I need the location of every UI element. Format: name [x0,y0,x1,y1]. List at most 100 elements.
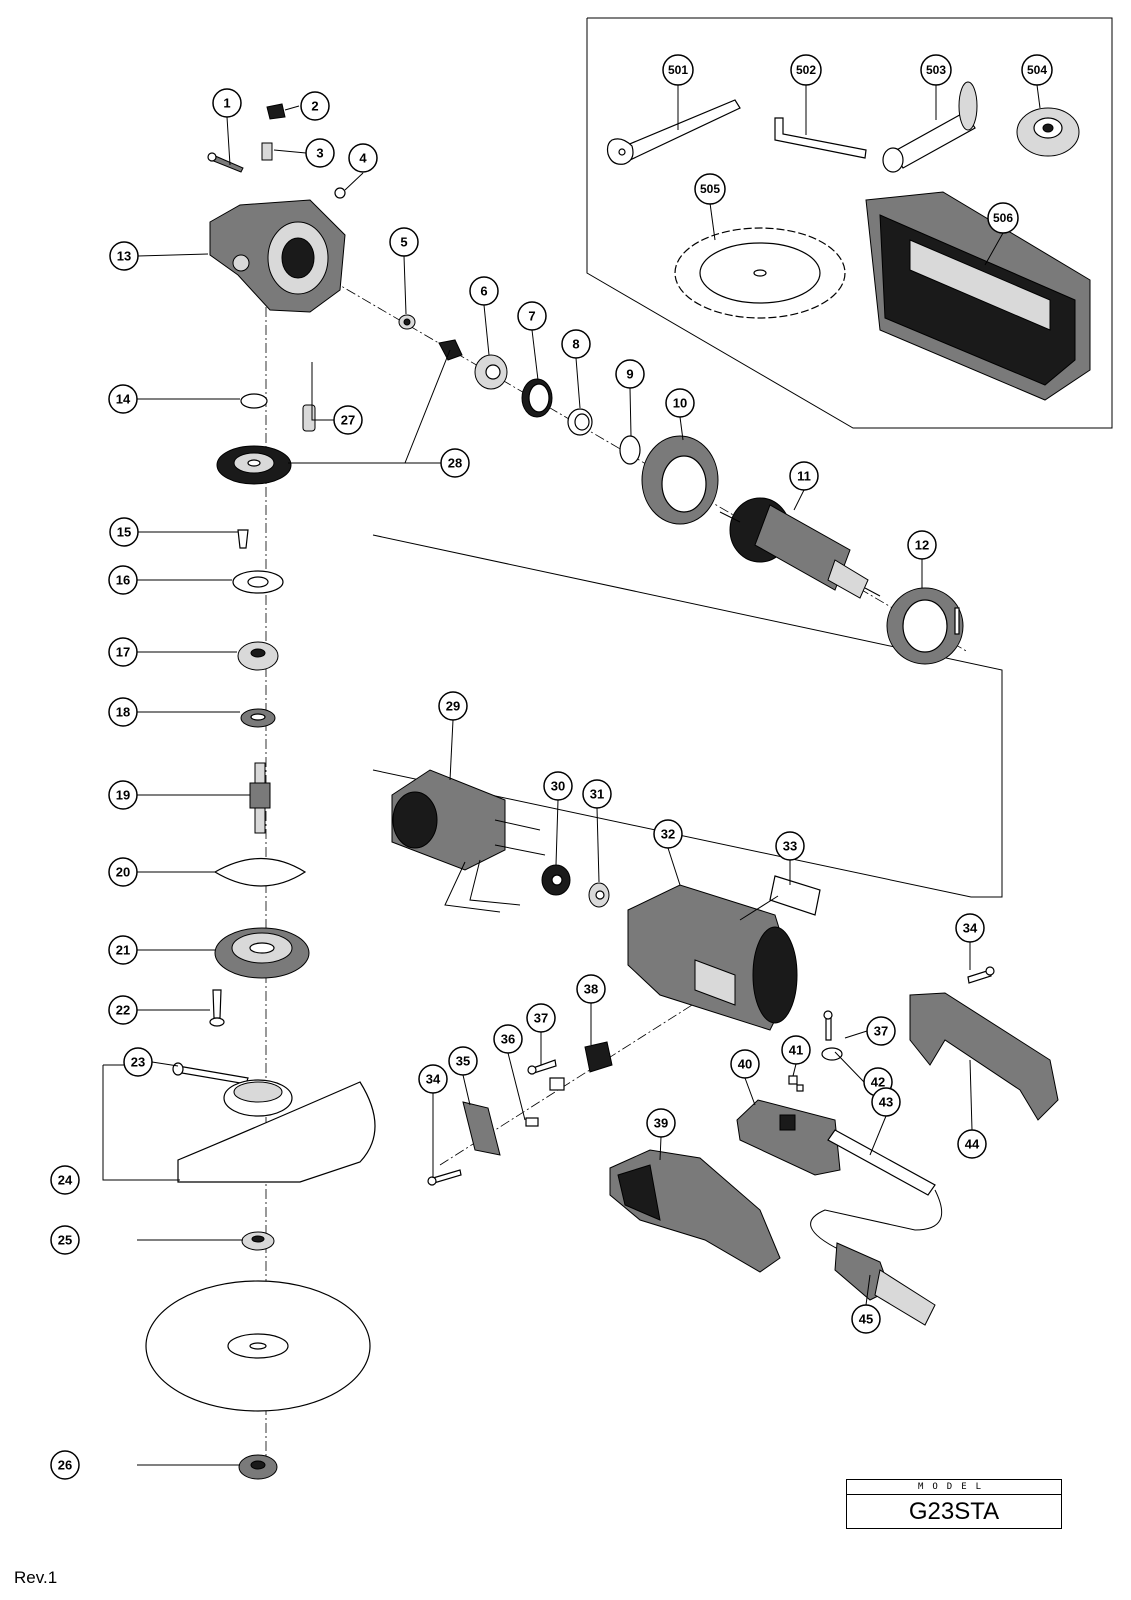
svg-text:35: 35 [456,1054,470,1069]
svg-text:28: 28 [448,456,462,471]
callout-10: 10 [665,388,695,418]
svg-text:34: 34 [426,1072,441,1087]
leader-lines [102,84,1041,1466]
callout-1: 1 [212,88,242,118]
callout-13: 13 [109,241,139,271]
callout-23: 23 [123,1047,153,1077]
svg-text:11: 11 [797,469,811,484]
svg-text:3: 3 [316,146,323,161]
bearing-17-part [237,641,279,671]
fan-guide-12-part [886,587,964,665]
wrench-part [606,99,741,165]
packing-gland-21-part [214,927,310,979]
svg-text:20: 20 [116,865,130,880]
wheel-washer-25-part [241,1231,275,1251]
svg-text:39: 39 [654,1116,668,1131]
handle-39-part [609,1149,781,1273]
callout-15: 15 [109,517,139,547]
svg-text:504: 504 [1027,63,1047,77]
callout-24: 24 [50,1165,80,1195]
callout-505: 505 [694,173,726,205]
svg-text:37: 37 [534,1011,548,1026]
callout-43: 43 [871,1087,901,1117]
ring-4-part [334,187,346,199]
svg-text:42: 42 [871,1075,885,1090]
svg-text:33: 33 [783,839,797,854]
bearing-31-part [588,882,610,908]
armature-11-part [719,497,881,599]
callout-503: 503 [920,54,952,86]
callout-34a: 34 [418,1064,448,1094]
model-box: MODEL G23STA [846,1479,1062,1529]
callout-6: 6 [469,276,499,306]
screw-1-part [207,152,244,173]
lock-nut-accessory-part [1016,107,1080,157]
retaining-ring-9-part [619,435,641,465]
washer-8-part [567,408,593,436]
svg-text:24: 24 [58,1173,73,1188]
revision-label: Rev.1 [14,1568,58,1587]
callout-25: 25 [50,1225,80,1255]
callout-33: 33 [775,831,805,861]
svg-text:4: 4 [359,151,367,166]
callout-3: 3 [305,138,335,168]
callout-37b: 37 [866,1016,896,1046]
screw-15-part [237,529,249,549]
screw-34b-part [967,966,995,984]
callout-21: 21 [108,935,138,965]
spindle-19-part [249,762,271,834]
screw-34a-part [427,1169,462,1186]
brush-cap-35-part [462,1101,501,1156]
housing-cover-44-part [909,992,1059,1121]
svg-text:501: 501 [668,63,688,77]
svg-text:41: 41 [789,1043,803,1058]
nut-5-part [398,314,416,330]
callout-26: 26 [50,1450,80,1480]
packing-20-part [213,857,307,887]
svg-text:22: 22 [116,1003,130,1018]
spring-3-part [261,142,273,161]
svg-text:16: 16 [116,573,130,588]
carbon-brush-36-part [525,1077,565,1127]
callout-8: 8 [561,329,591,359]
svg-text:25: 25 [58,1233,72,1248]
bearing-holder-7-part [521,378,553,418]
svg-text:30: 30 [551,779,565,794]
callout-34b: 34 [955,913,985,943]
pinion-28-part [438,339,463,361]
cord-clip-42-part [821,1047,843,1061]
svg-text:13: 13 [117,249,131,264]
svg-text:32: 32 [661,827,675,842]
svg-text:2: 2 [311,99,318,114]
callout-4: 4 [348,143,378,173]
stator-29-part [391,769,546,913]
svg-text:17: 17 [116,645,130,660]
callout-506: 506 [987,202,1019,234]
svg-text:8: 8 [572,337,579,352]
washer-18-part [240,708,276,728]
svg-text:29: 29 [446,699,460,714]
callout-40: 40 [730,1049,760,1079]
gear-28-part [216,445,292,485]
callout-30: 30 [543,771,573,801]
callout-2: 2 [300,91,330,121]
callout-39: 39 [646,1108,676,1138]
accessory-box-outline [586,17,1113,429]
svg-text:14: 14 [116,392,131,407]
callout-20: 20 [108,857,138,887]
svg-text:1: 1 [223,96,230,111]
svg-text:506: 506 [993,211,1013,225]
svg-text:37: 37 [874,1024,888,1039]
callout-38: 38 [576,974,606,1004]
callout-27: 27 [333,405,363,435]
push-button-2-part [266,103,286,120]
callout-9: 9 [615,359,645,389]
screw-37a-part [527,1059,557,1075]
side-handle-part [882,81,978,173]
svg-text:26: 26 [58,1458,72,1473]
carrying-case-part [865,191,1091,401]
callout-37a: 37 [526,1003,556,1033]
terminal-41-part [788,1075,804,1092]
wheel-guard-24-part [177,1079,376,1183]
